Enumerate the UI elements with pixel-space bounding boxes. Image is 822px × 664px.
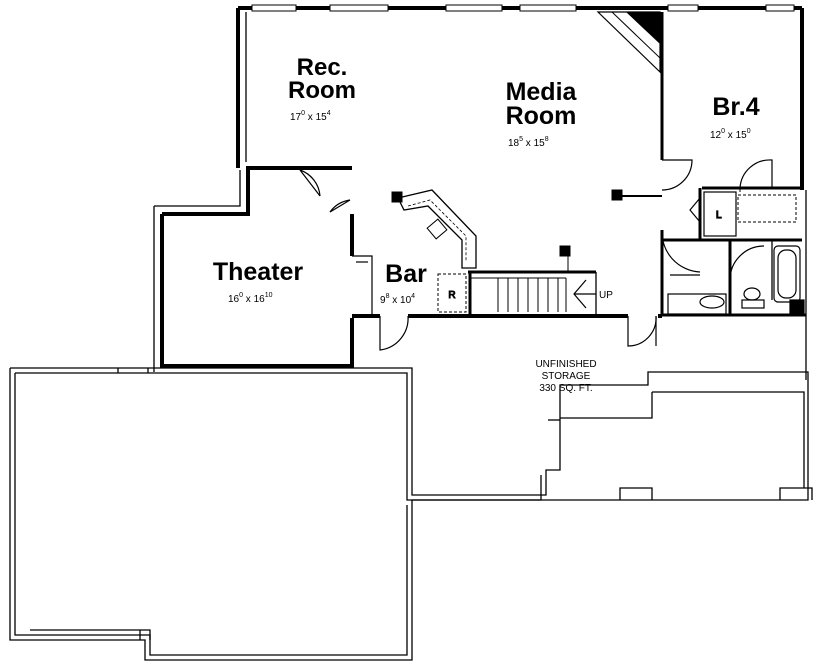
rec-room-label: Rec. Room 170 x 154 [288,54,356,123]
doors [299,159,773,351]
stairs-up-label: UP [599,290,613,301]
theater-name: Theater [213,258,304,286]
bar-dim-a-sup: 8 [386,293,390,300]
svg-text:120 x 150: 120 x 150 [710,128,751,141]
rec-dim-b: 15 [316,112,328,123]
rec-dim-a: 17 [290,112,302,123]
media-dim-b: 15 [534,138,546,149]
br4-name: Br.4 [712,93,759,121]
fireplace [596,11,661,74]
br4-label: Br.4 120 x 150 [710,93,760,141]
svg-text:185 x 158: 185 x 158 [508,136,549,149]
theater-dim-b-sup: 10 [265,292,273,299]
bar-counter: R [391,189,477,313]
interior-walls [352,12,806,318]
bar-dim-a: 9 [380,295,386,306]
bar-partition [352,255,373,314]
br4-dim-a: 12 [710,130,722,141]
bar-label: Bar 98 x 104 [380,260,427,306]
svg-text:160 x 1610: 160 x 1610 [228,292,273,305]
media-room-name-1: Media [506,78,578,106]
bar-dim-b: 10 [400,295,412,306]
rec-room-name-2: Room [288,77,356,104]
theater-dim-a-sup: 0 [239,292,243,299]
media-room-name-2: Room [506,102,577,130]
theater-label: Theater 160 x 1610 [213,258,304,305]
br4-dim-b: 15 [736,130,748,141]
windows [251,4,795,12]
laundry: L [689,191,737,237]
storage-line-2: STORAGE [542,371,591,382]
rec-dim-a-sup: 0 [301,110,305,117]
bar-name: Bar [385,260,427,288]
garage-outline [9,367,813,661]
rec-dim-b-sup: 4 [327,110,331,117]
stairs [470,245,596,312]
bar-dim-b-sup: 4 [411,293,415,300]
theater-dim-a: 16 [228,294,240,305]
storage-label: UNFINISHED STORAGE 330 SQ. FT. [535,359,596,394]
media-dim-b-sup: 8 [545,136,549,143]
svg-text:98 x 104: 98 x 104 [380,293,415,306]
br4-dim-b-sup: 0 [747,128,751,135]
media-dim-a-sup: 5 [519,136,523,143]
bath-fixtures [667,245,805,315]
storage-line-3: 330 SQ. FT. [539,383,592,394]
media-room-label: Media Room 185 x 158 [506,78,578,149]
storage-line-1: UNFINISHED [535,359,596,370]
laundry-label: L [716,210,722,221]
br4-dim-a-sup: 0 [721,128,725,135]
refrigerator-label: R [448,290,455,301]
exterior-walls [153,6,807,380]
media-column [611,189,662,201]
rec-room-name-1: Rec. [297,54,348,81]
theater-dim-b: 16 [254,294,266,305]
svg-text:170 x 154: 170 x 154 [290,110,331,123]
media-dim-a: 18 [508,138,520,149]
